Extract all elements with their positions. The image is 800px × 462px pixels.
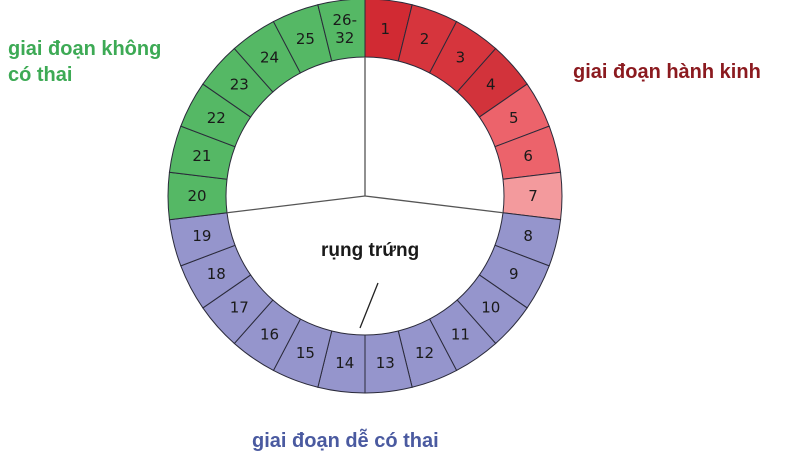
cycle-day-label: 8 [523,227,533,245]
cycle-day-label: 18 [207,265,226,283]
ovulation-pointer-line [359,282,379,329]
cycle-day-label: 16 [260,325,279,343]
ovulation-label: rụng trứng [321,240,420,261]
cycle-day-label: 10 [481,298,500,316]
cycle-day-label: 3 [456,49,466,67]
cycle-day-label: 19 [192,227,211,245]
cycle-day-label: 9 [509,265,519,283]
phase-divider-line [364,195,504,214]
cycle-day-label: 21 [192,147,211,165]
cycle-day-label: 15 [296,344,315,362]
cycle-day-label: 23 [230,76,249,94]
cycle-day-label: 7 [528,187,538,205]
cycle-day-label: 2 [420,30,430,48]
phase-dividers [226,57,504,214]
fertile-phase-label: giai đoạn dễ có thai [252,430,439,452]
cycle-day-label: 24 [260,49,279,67]
cycle-day-label: 25 [296,30,315,48]
cycle-day-label: 5 [509,109,519,127]
cycle-day-label: 14 [335,354,354,372]
cycle-day-label: 20 [187,187,206,205]
non-fertile-label-line2: có thai [8,64,73,86]
cycle-day-segment [317,0,366,62]
cycle-day-label: 11 [451,325,470,343]
non-fertile-phase-label: giai đoạn không có thai [8,36,161,88]
cycle-day-label: 1 [380,20,390,38]
menstrual-phase-label: giai đoạn hành kinh [573,61,761,83]
cycle-day-label: 6 [523,147,533,165]
cycle-day-label: 22 [207,109,226,127]
phase-divider-line [226,195,366,214]
cycle-day-label: 13 [376,354,395,372]
cycle-day-label: 4 [486,76,496,94]
cycle-day-label: 12 [415,344,434,362]
cycle-day-label: 17 [230,298,249,316]
cycle-day-label: 26-32 [332,11,357,47]
non-fertile-label-line1: giai đoạn không [8,38,162,60]
cycle-segments: 1234567891011121314151617181920212223242… [167,0,563,394]
